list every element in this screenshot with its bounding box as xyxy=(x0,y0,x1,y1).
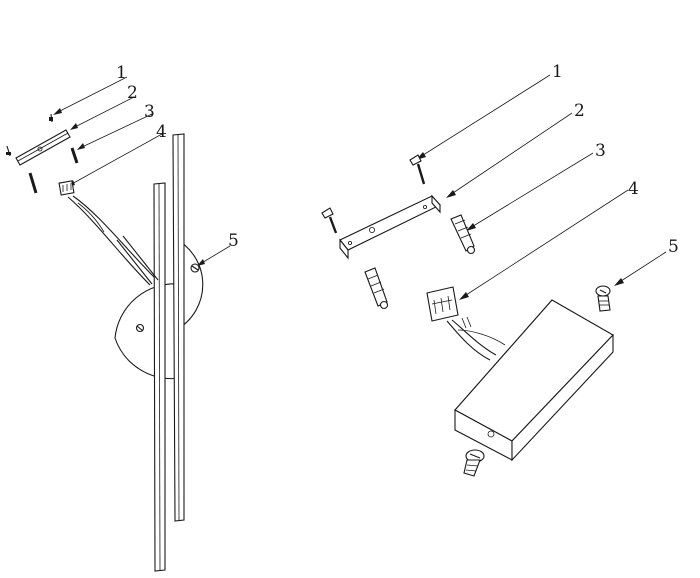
terminal-block-icon xyxy=(426,286,459,322)
callout-number: 3 xyxy=(595,141,606,161)
right-exploded-view: 1 2 3 4 5 xyxy=(321,62,679,477)
mounting-bracket-icon xyxy=(15,129,71,166)
terminal-block-icon xyxy=(58,180,75,196)
callout-number: 4 xyxy=(156,122,167,142)
callout-number: 2 xyxy=(127,83,138,103)
canopy-box xyxy=(454,299,614,462)
power-cable xyxy=(67,195,156,286)
power-cable xyxy=(446,316,506,361)
callout-number: 1 xyxy=(552,62,563,82)
right-callout-labels: 1 2 3 4 5 xyxy=(552,62,679,257)
light-bar-short xyxy=(153,182,166,572)
cap-screw-icon xyxy=(463,449,485,477)
callout-number: 5 xyxy=(228,231,239,251)
callout-number: 3 xyxy=(144,102,155,122)
callout-number: 4 xyxy=(628,179,639,199)
right-leader-lines xyxy=(416,74,667,300)
mounting-bracket-icon xyxy=(339,194,441,260)
callout-number: 2 xyxy=(574,101,585,121)
wall-anchor-icon xyxy=(28,147,79,194)
wall-anchor-icon xyxy=(364,214,476,310)
left-assembly-view: 1 2 3 4 5 xyxy=(6,63,239,572)
screw-icon xyxy=(321,154,426,234)
left-callout-labels: 1 2 3 4 5 xyxy=(116,63,239,251)
cap-screw-icon xyxy=(595,285,611,312)
callout-number: 1 xyxy=(116,63,127,83)
screw-icon xyxy=(6,113,53,157)
callout-number: 5 xyxy=(668,237,679,257)
light-bar-long xyxy=(172,133,185,522)
support-rod xyxy=(116,235,159,285)
canopy-plate xyxy=(114,283,181,380)
left-leader-lines xyxy=(53,76,231,266)
